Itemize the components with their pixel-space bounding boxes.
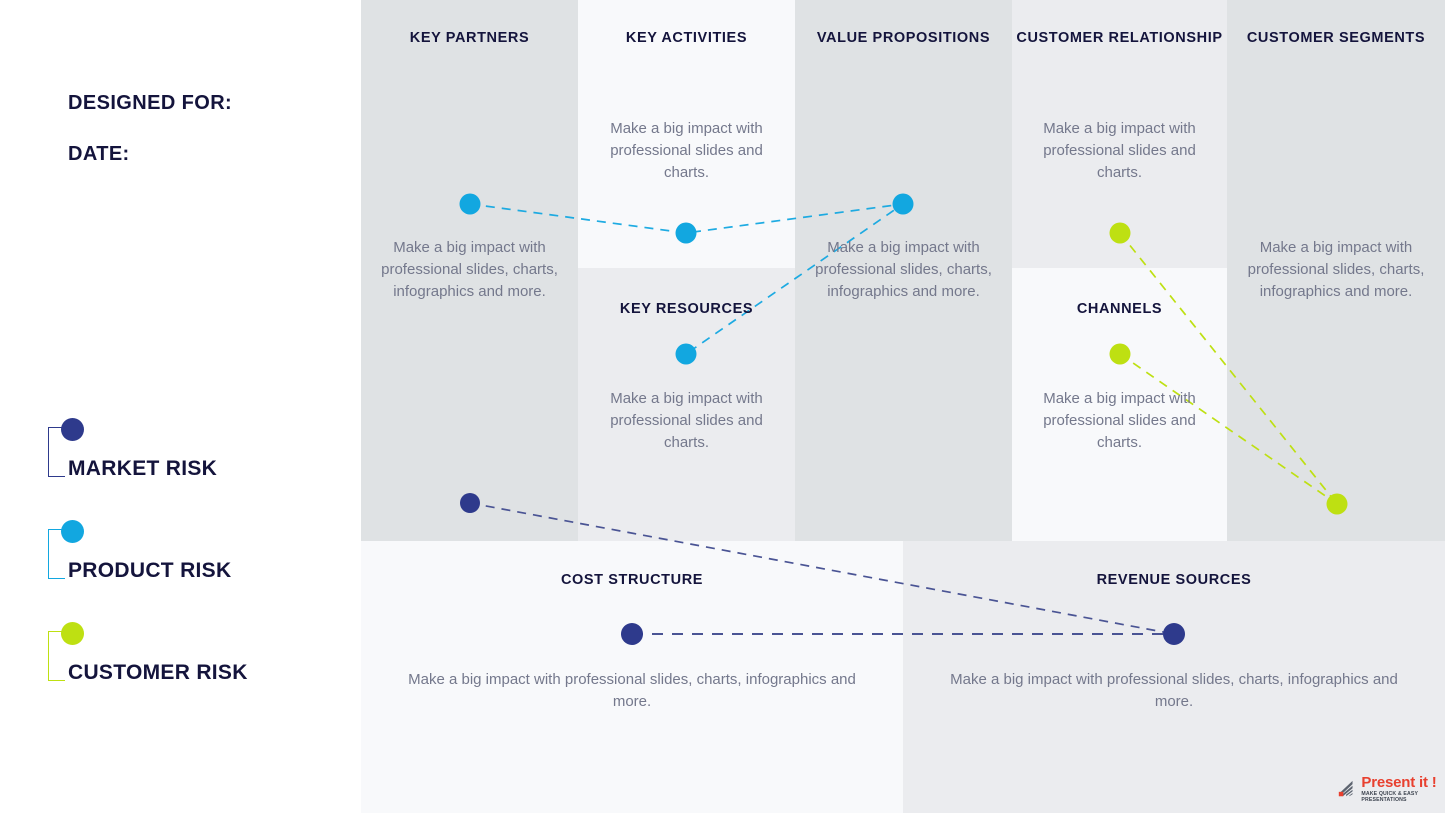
legend-bracket-icon — [48, 427, 65, 477]
block-title-value-propositions: VALUE PROPOSITIONS — [816, 30, 991, 46]
node-value-propositions-product[interactable] — [892, 193, 914, 215]
block-customer-relationship[interactable]: CUSTOMER RELATIONSHIP Make a big impact … — [1012, 0, 1227, 268]
block-body-key-activities: Make a big impact with professional slid… — [610, 120, 763, 181]
legend-bracket-icon — [48, 631, 65, 681]
legend-label-customer-risk: CUSTOMER RISK — [68, 661, 248, 684]
block-revenue-sources[interactable]: REVENUE SOURCES Make a big impact with p… — [903, 541, 1445, 813]
block-title-customer-segments: CUSTOMER SEGMENTS — [1246, 30, 1426, 46]
block-body-key-resources: Make a big impact with professional slid… — [610, 390, 763, 451]
block-title-cost-structure: COST STRUCTURE — [560, 572, 704, 588]
node-key-resources-product[interactable] — [675, 343, 697, 365]
block-title-revenue-sources: REVENUE SOURCES — [1096, 572, 1252, 588]
legend-label-product-risk: PRODUCT RISK — [68, 559, 232, 582]
date-label: DATE: — [68, 143, 130, 165]
logo-tagline: MAKE QUICK & EASY PRESENTATIONS — [1361, 791, 1419, 803]
block-value-propositions[interactable]: VALUE PROPOSITIONS Make a big impact wit… — [795, 0, 1012, 541]
block-key-activities[interactable]: KEY ACTIVITIES Make a big impact with pr… — [578, 0, 795, 268]
designed-for-label: DESIGNED FOR: — [68, 92, 233, 114]
logo-name: Present it ! — [1361, 774, 1437, 791]
legend-dot-product-risk — [61, 520, 84, 543]
block-key-partners[interactable]: KEY PARTNERS Make a big impact with prof… — [361, 0, 578, 541]
node-key-activities-product[interactable] — [675, 222, 697, 244]
node-key-partners-market[interactable] — [460, 493, 480, 513]
block-title-channels: CHANNELS — [1076, 301, 1163, 317]
node-customer-relationship-customer[interactable] — [1109, 222, 1131, 244]
legend-dot-market-risk — [61, 418, 84, 441]
logo-text: Present it ! MAKE QUICK & EASY PRESENTAT… — [1361, 775, 1445, 803]
block-title-customer-relationship: CUSTOMER RELATIONSHIP — [1016, 30, 1223, 46]
block-body-channels: Make a big impact with professional slid… — [1043, 390, 1196, 451]
node-revenue-sources-market[interactable] — [1163, 623, 1185, 645]
block-body-revenue-sources: Make a big impact with professional slid… — [950, 671, 1398, 710]
legend-label-market-risk: MARKET RISK — [68, 457, 218, 480]
node-customer-segments-customer[interactable] — [1326, 493, 1348, 515]
node-cost-structure-market[interactable] — [621, 623, 643, 645]
block-title-key-partners: KEY PARTNERS — [409, 30, 530, 46]
block-channels[interactable]: CHANNELS Make a big impact with professi… — [1012, 268, 1227, 541]
block-customer-segments[interactable]: CUSTOMER SEGMENTS Make a big impact with… — [1227, 0, 1445, 541]
block-body-value-propositions: Make a big impact with professional slid… — [815, 239, 992, 300]
node-key-partners-product[interactable] — [459, 193, 481, 215]
legend-bracket-icon — [48, 529, 65, 579]
block-cost-structure[interactable]: COST STRUCTURE Make a big impact with pr… — [361, 541, 903, 813]
meta-panel: DESIGNED FOR: DATE: — [68, 92, 232, 194]
block-key-resources[interactable]: KEY RESOURCES Make a big impact with pro… — [578, 268, 795, 541]
block-body-customer-relationship: Make a big impact with professional slid… — [1043, 120, 1196, 181]
legend-dot-customer-risk — [61, 622, 84, 645]
block-body-key-partners: Make a big impact with professional slid… — [381, 239, 558, 300]
block-body-cost-structure: Make a big impact with professional slid… — [408, 671, 856, 710]
block-body-customer-segments: Make a big impact with professional slid… — [1247, 239, 1425, 300]
node-channels-customer[interactable] — [1109, 343, 1131, 365]
block-title-key-activities: KEY ACTIVITIES — [625, 30, 748, 46]
bar-chart-logo-icon — [1338, 780, 1353, 797]
present-it-logo[interactable]: Present it ! MAKE QUICK & EASY PRESENTAT… — [1338, 775, 1445, 803]
block-title-key-resources: KEY RESOURCES — [619, 301, 754, 317]
